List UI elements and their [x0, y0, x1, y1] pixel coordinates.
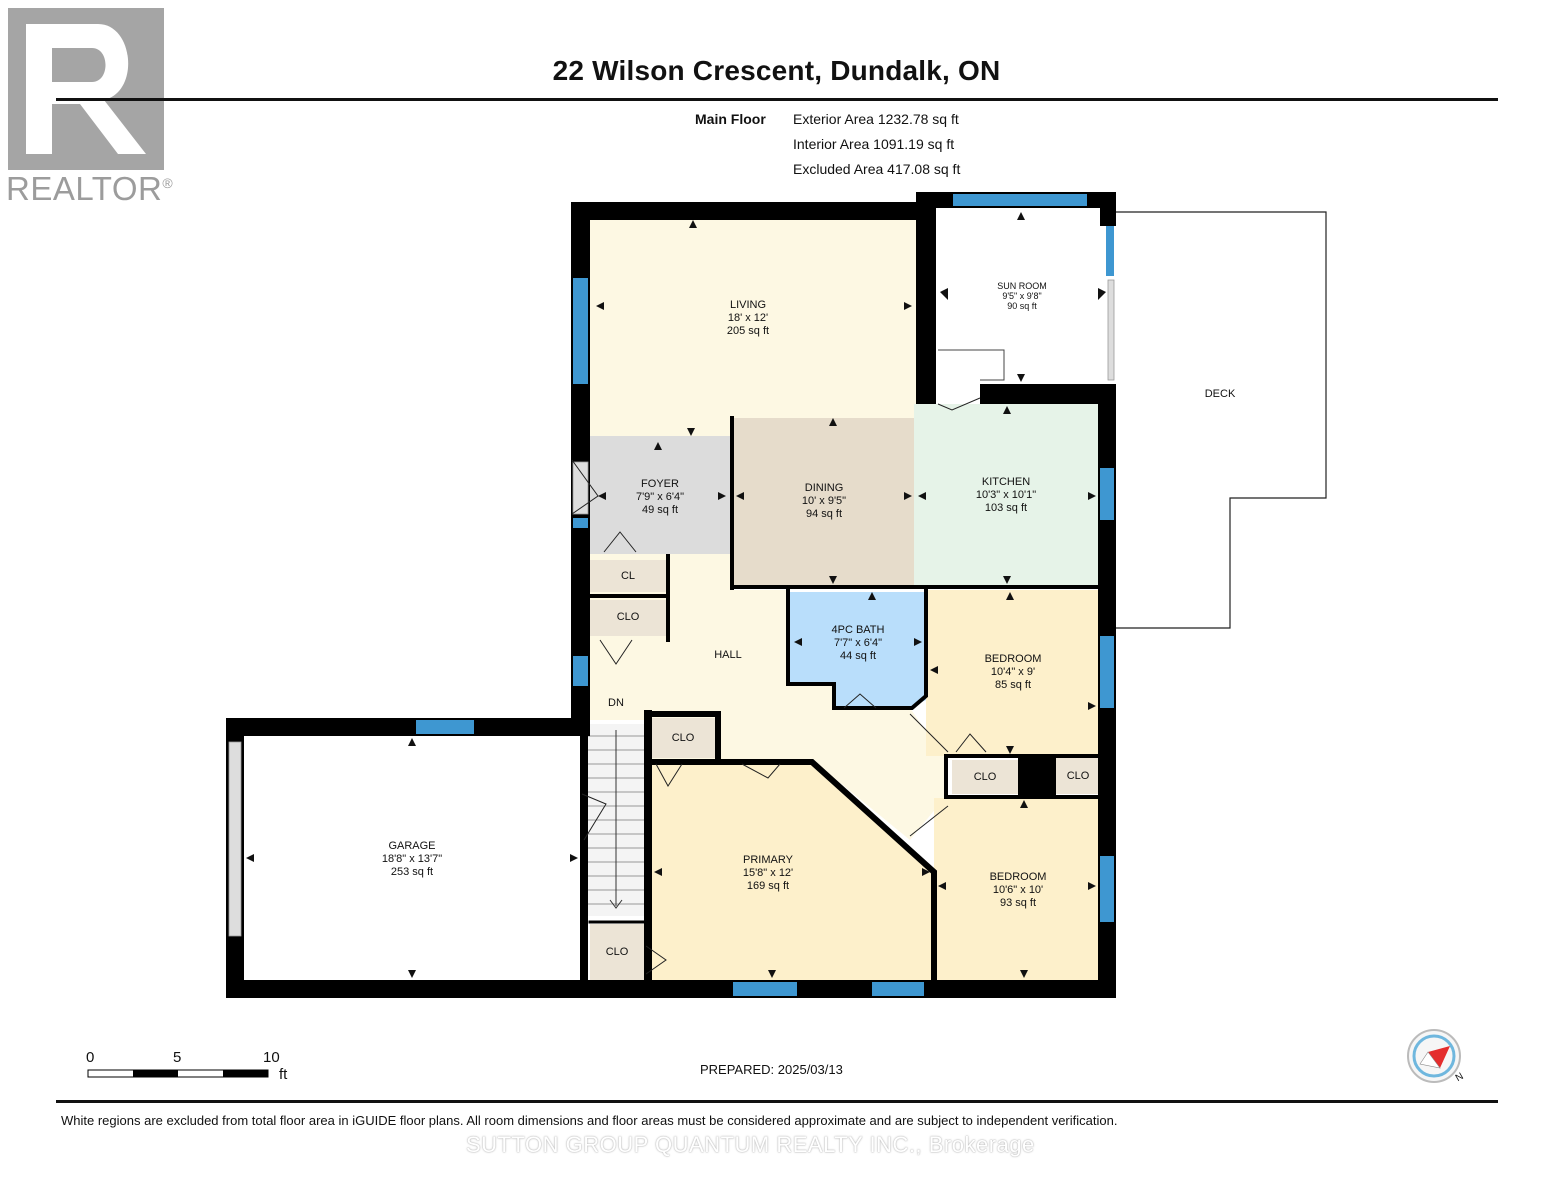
interior-walls — [586, 416, 1102, 986]
floor-label: Main Floor — [695, 111, 766, 127]
closet-clo4-fill — [1056, 756, 1100, 794]
closet-clo-4: CLO — [1066, 770, 1090, 782]
stair-treads — [588, 730, 644, 909]
header-rule — [56, 98, 1498, 101]
primary-fill — [650, 762, 934, 980]
closet-clo-1: CLO — [616, 611, 640, 623]
hall-fill — [590, 554, 946, 840]
closet-clo3-fill — [952, 760, 1018, 794]
dimension-markers — [246, 212, 1106, 978]
closet-clo-3: CLO — [973, 771, 997, 783]
kitchen-fill — [914, 404, 1100, 586]
interior-area: Interior Area 1091.19 sq ft — [793, 136, 955, 152]
stairs-label: DN — [608, 697, 624, 709]
realtor-logo — [8, 8, 164, 170]
disclaimer: White regions are excluded from total fl… — [61, 1113, 1118, 1128]
windows — [416, 194, 1114, 996]
closet-clo-2: CLO — [671, 732, 695, 744]
footer-rule — [56, 1100, 1498, 1103]
closet-cl: CL — [620, 570, 636, 582]
openings — [228, 279, 1115, 937]
prepared-date: PREPARED: 2025/03/13 — [700, 1062, 843, 1077]
closet-clo5-fill — [590, 924, 644, 980]
page-title: 22 Wilson Crescent, Dundalk, ON — [552, 55, 1001, 86]
scale-bar — [87, 1069, 269, 1078]
closet-clo-5: CLO — [605, 946, 629, 958]
bath-fill — [790, 592, 926, 708]
deck-outline — [1116, 211, 1327, 629]
scale-unit: ft — [279, 1066, 288, 1083]
brokerage-watermark: SUTTON GROUP QUANTUM REALTY INC., Broker… — [466, 1132, 1035, 1157]
realtor-logo-text: REALTOR® — [6, 170, 174, 207]
scale-tick-5: 5 — [173, 1049, 182, 1066]
scale-tick-0: 0 — [86, 1049, 95, 1066]
bedroom2-fill — [934, 798, 1100, 980]
closet-clo1-fill — [590, 600, 666, 636]
compass-icon — [1407, 1029, 1461, 1083]
closet-cl-fill — [590, 560, 666, 592]
doors — [571, 397, 987, 975]
exterior-area: Exterior Area 1232.78 sq ft — [793, 111, 959, 127]
sun-room-fill — [936, 208, 1108, 386]
room-deck: DECK — [1204, 388, 1236, 400]
closet-clo2-fill — [650, 718, 716, 758]
foyer-fill — [590, 436, 730, 554]
room-hall: HALL — [714, 649, 742, 661]
dining-fill — [734, 418, 914, 586]
scale-tick-10: 10 — [263, 1049, 280, 1066]
bedroom1-fill — [926, 590, 1100, 756]
excluded-area: Excluded Area 417.08 sq ft — [793, 161, 961, 177]
living-fill — [590, 218, 916, 436]
garage-fill — [244, 736, 580, 980]
sun-room-detail — [938, 349, 1005, 381]
